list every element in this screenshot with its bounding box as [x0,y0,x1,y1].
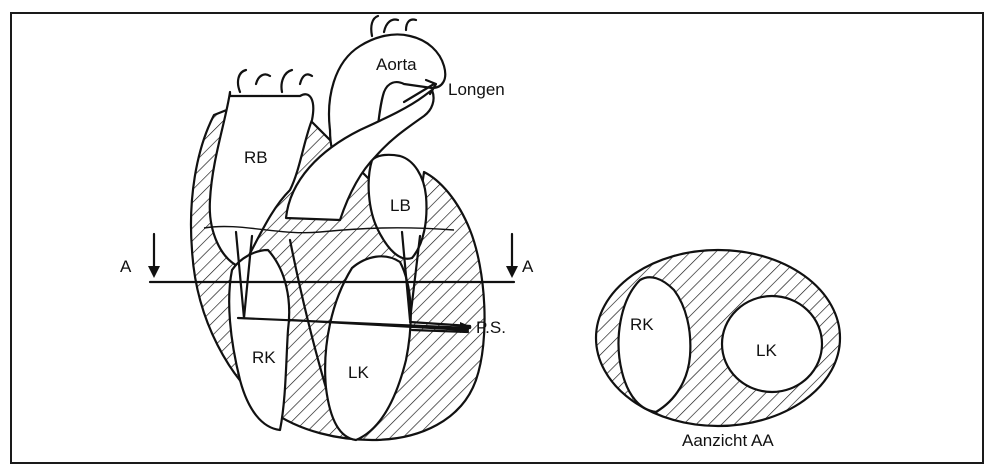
label-cross-rk: RK [630,315,654,334]
cross-section [596,250,840,426]
label-rb: RB [244,148,268,167]
caption-aanzicht-aa: Aanzicht AA [682,431,774,450]
vena-cava-tops [238,70,312,92]
label-rk: RK [252,348,276,367]
label-ps: P.S. [476,318,506,337]
right-ventricle-cavity [229,250,289,430]
label-longen: Longen [448,80,505,99]
label-a-left: A [120,257,132,276]
label-aorta: Aorta [376,55,417,74]
arrow-a-right-head [506,266,518,278]
heart-section [191,16,485,440]
label-lb: LB [390,196,411,215]
label-lk: LK [348,363,369,382]
arrow-a-left-head [148,266,160,278]
label-cross-lk: LK [756,341,777,360]
label-a-right: A [522,257,534,276]
aortic-branches [371,16,416,36]
